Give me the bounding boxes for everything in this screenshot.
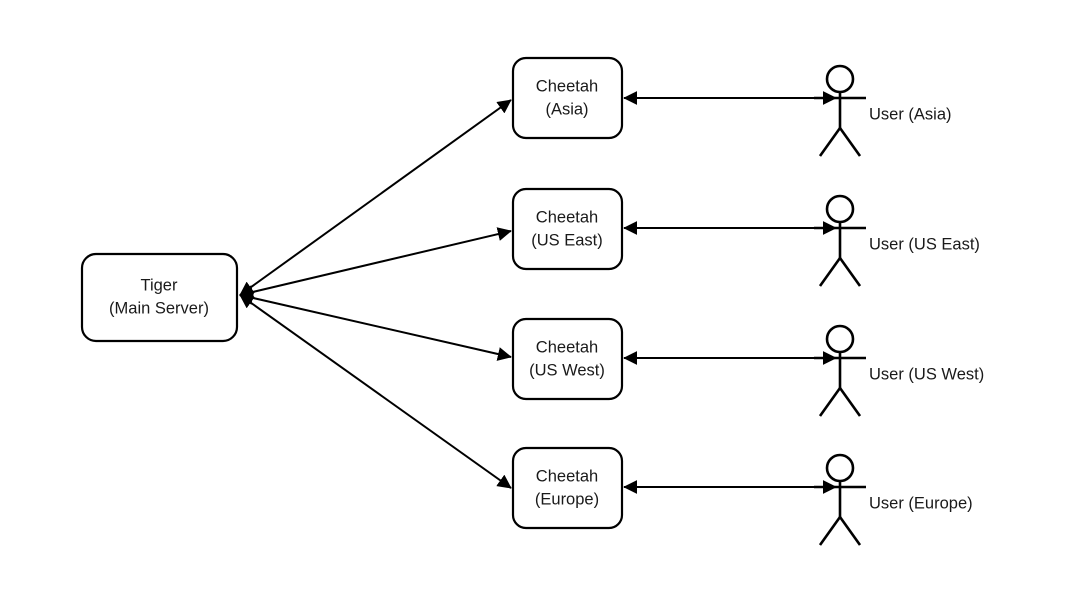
node-cheetah-us-west-box <box>511 317 624 401</box>
actor-user-us-west[interactable]: User (US West) <box>814 324 984 417</box>
node-cheetah-us-west-label-line2: (US West) <box>529 361 605 379</box>
node-cheetah-asia-label-line1: Cheetah <box>536 77 598 95</box>
actor-user-us-west-label: User (US West) <box>869 365 984 383</box>
node-cheetah-asia-box <box>511 56 624 140</box>
node-cheetah-us-west[interactable]: Cheetah (US West) <box>511 317 624 401</box>
actor-user-us-east-label: User (US East) <box>869 235 980 253</box>
node-cheetah-asia-label-line2: (Asia) <box>545 100 588 118</box>
node-cheetah-europe-box <box>511 446 624 530</box>
link-tiger-cheetah-us-east <box>239 227 512 299</box>
actor-leg-left-icon <box>818 257 842 287</box>
link-tiger-cheetah-europe <box>239 294 512 489</box>
node-tiger-main-server[interactable]: Tiger (Main Server) <box>80 252 239 343</box>
node-cheetah-europe[interactable]: Cheetah (Europe) <box>511 446 624 530</box>
actor-user-asia-label: User (Asia) <box>869 105 952 123</box>
node-cheetah-us-east-label-line2: (US East) <box>531 231 603 249</box>
actor-head-icon <box>825 194 855 224</box>
node-cheetah-europe-label-line1: Cheetah <box>536 467 598 485</box>
node-cheetah-asia[interactable]: Cheetah (Asia) <box>511 56 624 140</box>
actor-head-icon <box>825 64 855 94</box>
node-tiger-label-line2: (Main Server) <box>109 299 209 317</box>
actor-head-icon <box>825 324 855 354</box>
actor-leg-right-icon <box>838 516 862 546</box>
actor-leg-right-icon <box>838 387 862 417</box>
actor-leg-left-icon <box>818 127 842 157</box>
actor-head-icon <box>825 453 855 483</box>
node-to-user-links <box>623 91 837 494</box>
actor-user-europe-label: User (Europe) <box>869 494 973 512</box>
node-cheetah-us-west-label-line1: Cheetah <box>536 338 598 356</box>
link-tiger-cheetah-asia <box>239 99 512 296</box>
actor-leg-left-icon <box>818 516 842 546</box>
node-tiger-box <box>80 252 239 343</box>
actor-leg-left-icon <box>818 387 842 417</box>
node-cheetah-us-east[interactable]: Cheetah (US East) <box>511 187 624 271</box>
actor-leg-right-icon <box>838 257 862 287</box>
actor-leg-right-icon <box>838 127 862 157</box>
node-cheetah-us-east-box <box>511 187 624 271</box>
actor-user-asia[interactable]: User (Asia) <box>814 64 952 157</box>
actor-user-europe[interactable]: User (Europe) <box>814 453 973 546</box>
server-to-node-links <box>239 99 512 489</box>
node-tiger-label-line1: Tiger <box>141 276 178 294</box>
node-cheetah-europe-label-line2: (Europe) <box>535 490 599 508</box>
link-tiger-cheetah-us-west <box>239 291 512 361</box>
actor-user-us-east[interactable]: User (US East) <box>814 194 980 287</box>
node-cheetah-us-east-label-line1: Cheetah <box>536 208 598 226</box>
